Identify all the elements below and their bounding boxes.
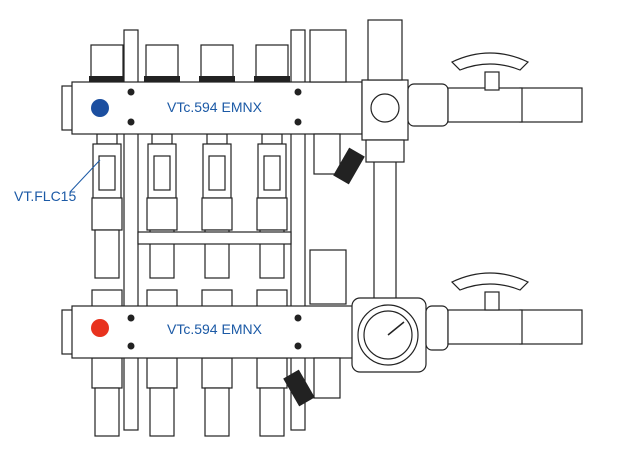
return-valve [146,289,178,309]
valve-cap-ring [199,76,235,84]
return-fitting [91,357,123,389]
outlet-fitting [256,197,288,231]
air-vents [309,29,347,305]
outlet-fitting [146,197,178,231]
valve-cap-ring [89,76,125,84]
outlet-pipes [89,44,290,437]
return-pipe [94,387,120,437]
valve-cap-ring [254,76,290,84]
return-pipe [204,387,230,437]
flowmeter-neck [261,133,283,145]
flowmeter-scale [153,155,171,191]
return-valve [91,289,123,309]
return-fitting [256,357,288,389]
pressure-gauge [351,297,427,373]
return-manifold-bar [61,305,363,359]
outlet-fitting [201,197,233,231]
supply-manifold-label: VTc.594 EMNX [167,99,262,115]
supply-pipe-right [519,87,583,345]
flowmeter-callout-line [69,159,101,193]
bypass-pipe [361,19,409,301]
flowmeter-neck [206,133,228,145]
valve-cap-ring [144,76,180,84]
return-valve [201,289,233,309]
flowmeter-scale [263,155,281,191]
return-pipe [149,387,175,437]
ball-valves [407,52,530,351]
return-valve [256,289,288,309]
outlet-pipe [94,229,120,279]
flowmeter-scale [98,155,116,191]
drain-valves [283,133,365,407]
return-fitting [146,357,178,389]
return-manifold-label: VTc.594 EMNX [167,321,262,337]
supply-manifold-bar [61,81,363,135]
flowmeter-callout-label: VT.FLC15 [14,188,77,204]
return-fitting [201,357,233,389]
return-pipe [259,387,285,437]
flowmeter-scale [208,155,226,191]
flowmeter-neck [151,133,173,145]
flowmeter-neck [96,133,118,145]
outlet-fitting [91,197,123,231]
